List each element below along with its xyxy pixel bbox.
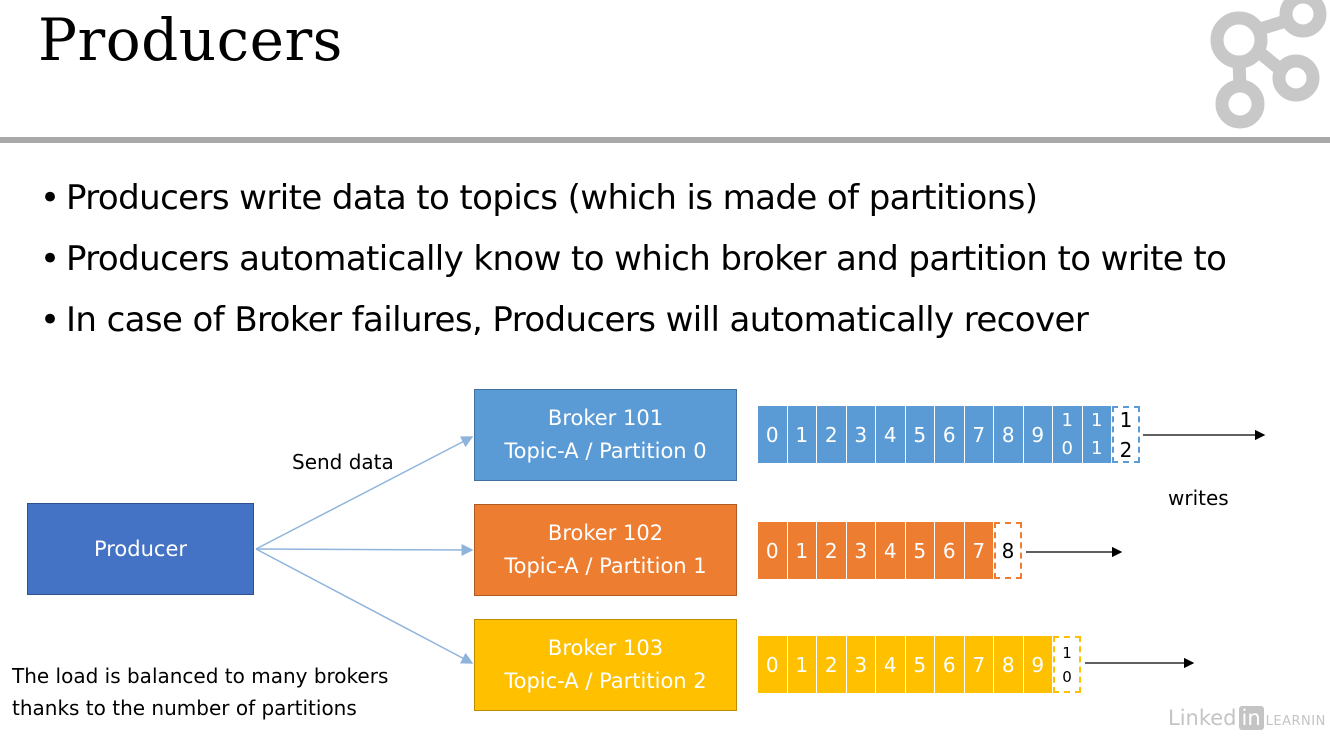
bullet-item: Producers automatically know to which br… bbox=[40, 229, 1227, 290]
send-arrow-broker-103 bbox=[255, 548, 474, 664]
offset-cell: 1 bbox=[787, 406, 817, 463]
offset-cell: 6 bbox=[935, 406, 965, 463]
kafka-logo-icon bbox=[1210, 0, 1327, 129]
watermark-part: LEARNIN bbox=[1265, 714, 1326, 729]
offset-cell: 5 bbox=[905, 636, 935, 693]
producer-label: Producer bbox=[93, 537, 188, 561]
note-line: The load is balanced to many brokers bbox=[12, 664, 389, 688]
offset-digit: 0 bbox=[1061, 437, 1073, 459]
offset-cell: 2 bbox=[817, 522, 847, 579]
offset-cell: 7 bbox=[964, 406, 994, 463]
partition-1-log: 0 1 2 3 4 5 6 7 8 bbox=[758, 522, 1022, 579]
send-data-label: Send data bbox=[292, 450, 394, 474]
offset-cell: 7 bbox=[964, 636, 994, 693]
offset-digit: 8 bbox=[1001, 538, 1015, 563]
offset-cell: 0 bbox=[758, 522, 788, 579]
offset-digit: 1 bbox=[1091, 409, 1103, 431]
offset-cell: 3 bbox=[846, 522, 876, 579]
offset-cell: 3 bbox=[846, 406, 876, 463]
offset-cell: 1 1 bbox=[1082, 406, 1112, 463]
offset-cell: 6 bbox=[935, 522, 965, 579]
offset-cell: 5 bbox=[905, 406, 935, 463]
broker-101-box: Broker 101 Topic-A / Partition 0 bbox=[474, 389, 737, 481]
watermark-in-badge: in bbox=[1238, 706, 1264, 730]
broker-103-box: Broker 103 Topic-A / Partition 2 bbox=[474, 619, 737, 711]
offset-cell: 8 bbox=[994, 406, 1024, 463]
broker-topic-partition: Topic-A / Partition 0 bbox=[504, 439, 707, 463]
offset-digit: 1 bbox=[1119, 407, 1133, 432]
send-arrow-broker-101 bbox=[255, 436, 474, 550]
offset-cell: 9 bbox=[1023, 636, 1053, 693]
producer-box: Producer bbox=[27, 503, 254, 595]
bullet-item: Producers write data to topics (which is… bbox=[40, 168, 1226, 229]
title-divider bbox=[0, 137, 1330, 143]
offset-cell: 3 bbox=[846, 636, 876, 693]
offset-cell: 4 bbox=[876, 406, 906, 463]
offset-digit: 1 bbox=[1091, 437, 1103, 459]
offset-cell: 8 bbox=[994, 636, 1024, 693]
offset-cell: 1 0 bbox=[1053, 406, 1083, 463]
offset-cell: 1 bbox=[787, 636, 817, 693]
bullet-list: Producers write data to topics (which is… bbox=[40, 168, 1227, 351]
offset-cell: 4 bbox=[876, 636, 906, 693]
offset-digit: 2 bbox=[1119, 437, 1133, 462]
offset-cell: 7 bbox=[964, 522, 994, 579]
offset-cell: 5 bbox=[905, 522, 935, 579]
offset-digit: 1 bbox=[1061, 409, 1073, 431]
partition-0-log: 0 1 2 3 4 5 6 7 8 9 1 0 1 1 1 2 bbox=[758, 406, 1140, 463]
broker-name: Broker 102 bbox=[547, 521, 664, 545]
broker-topic-partition: Topic-A / Partition 2 bbox=[504, 669, 707, 693]
note-line: thanks to the number of partitions bbox=[12, 696, 357, 720]
offset-cell: 0 bbox=[758, 406, 788, 463]
broker-name: Broker 101 bbox=[547, 406, 664, 430]
load-balance-note: The load is balanced to many brokers tha… bbox=[12, 660, 388, 724]
offset-digit: 0 bbox=[1062, 667, 1072, 686]
broker-102-box: Broker 102 Topic-A / Partition 1 bbox=[474, 504, 737, 596]
send-arrow-broker-102 bbox=[255, 543, 474, 556]
broker-topic-partition: Topic-A / Partition 1 bbox=[504, 554, 707, 578]
next-offset-cell: 1 2 bbox=[1112, 406, 1140, 463]
watermark-part: Linked bbox=[1168, 706, 1237, 730]
next-offset-cell: 8 bbox=[994, 522, 1022, 579]
offset-cell: 0 bbox=[758, 636, 788, 693]
writes-label: writes bbox=[1168, 486, 1229, 510]
offset-cell: 2 bbox=[817, 406, 847, 463]
broker-name: Broker 103 bbox=[547, 636, 664, 660]
next-offset-cell: 1 0 bbox=[1053, 636, 1081, 693]
slide-title: Producers bbox=[38, 6, 343, 74]
offset-cell: 6 bbox=[935, 636, 965, 693]
partition-2-log: 0 1 2 3 4 5 6 7 8 9 1 0 bbox=[758, 636, 1081, 693]
bullet-item: In case of Broker failures, Producers wi… bbox=[40, 290, 1226, 351]
offset-cell: 2 bbox=[817, 636, 847, 693]
offset-cell: 1 bbox=[787, 522, 817, 579]
offset-digit: 1 bbox=[1062, 643, 1072, 662]
offset-cell: 4 bbox=[876, 522, 906, 579]
offset-cell: 9 bbox=[1023, 406, 1053, 463]
